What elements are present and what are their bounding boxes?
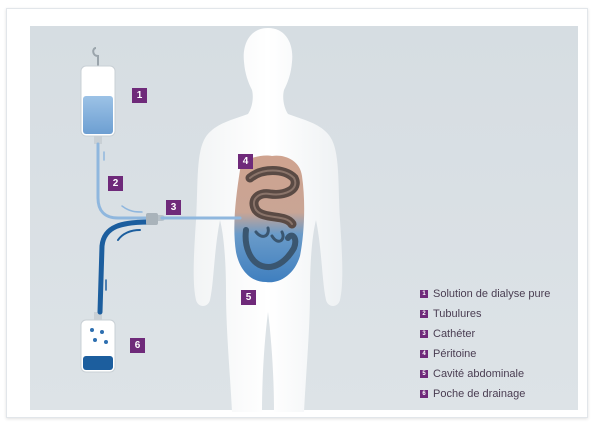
legend-label: Poche de drainage [433,388,525,400]
legend: 1 Solution de dialyse pure 2 Tubulures 3… [420,284,550,404]
legend-label: Cathéter [433,328,475,340]
legend-item: 1 Solution de dialyse pure [420,284,550,304]
dialysis-solution-bag [81,48,115,144]
legend-marker: 4 [420,350,428,358]
marker-1: 1 [132,88,147,103]
legend-marker: 6 [420,390,428,398]
legend-item: 6 Poche de drainage [420,384,550,404]
legend-marker: 3 [420,330,428,338]
legend-item: 4 Péritoine [420,344,550,364]
legend-item: 2 Tubulures [420,304,550,324]
legend-marker: 5 [420,370,428,378]
legend-label: Tubulures [433,308,482,320]
legend-marker: 2 [420,310,428,318]
legend-label: Solution de dialyse pure [433,288,550,300]
legend-marker: 1 [420,290,428,298]
marker-3: 3 [166,200,181,215]
legend-label: Cavité abdominale [433,368,524,380]
marker-5: 5 [241,290,256,305]
legend-item: 3 Cathéter [420,324,550,344]
marker-6: 6 [130,338,145,353]
catheter-connector [146,213,158,225]
marker-4: 4 [238,154,253,169]
drainage-bag [81,312,115,372]
legend-label: Péritoine [433,348,476,360]
legend-item: 5 Cavité abdominale [420,364,550,384]
marker-2: 2 [108,176,123,191]
